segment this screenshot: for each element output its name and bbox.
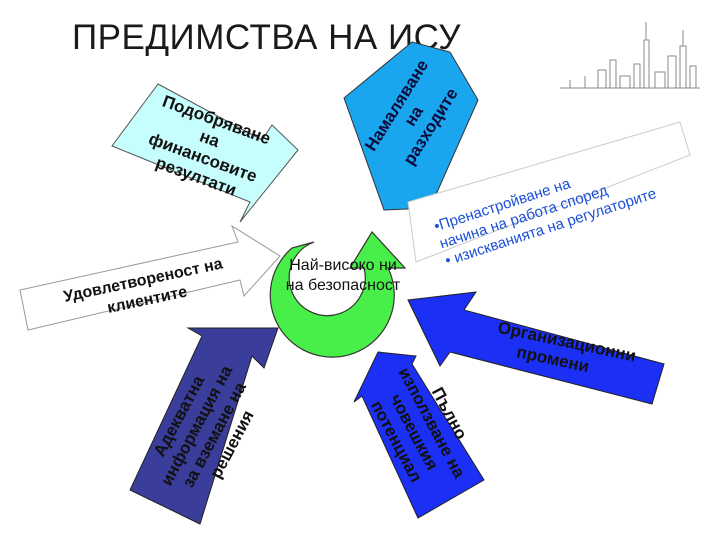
arrow-cost-reduction: [343, 41, 479, 211]
center-label: Най-високо ни на безопасност: [258, 256, 428, 296]
arrow-financial-results: [111, 83, 299, 223]
arrow-restructuring: [407, 121, 691, 263]
arrow-organizational-change: [407, 291, 665, 405]
arrow-customer-satisfaction: [19, 224, 281, 331]
center-label-line-1: Най-високо ни: [289, 257, 397, 274]
center-cycle-arrow: [269, 231, 407, 358]
slide-title: ПРЕДИМСТВА НА ИСУ: [72, 18, 461, 57]
green-ring: [269, 231, 407, 358]
arrow-human-potential: [353, 351, 485, 519]
arrow-decision-information: [129, 327, 279, 525]
center-label-line-2: на безопасност: [285, 277, 401, 294]
